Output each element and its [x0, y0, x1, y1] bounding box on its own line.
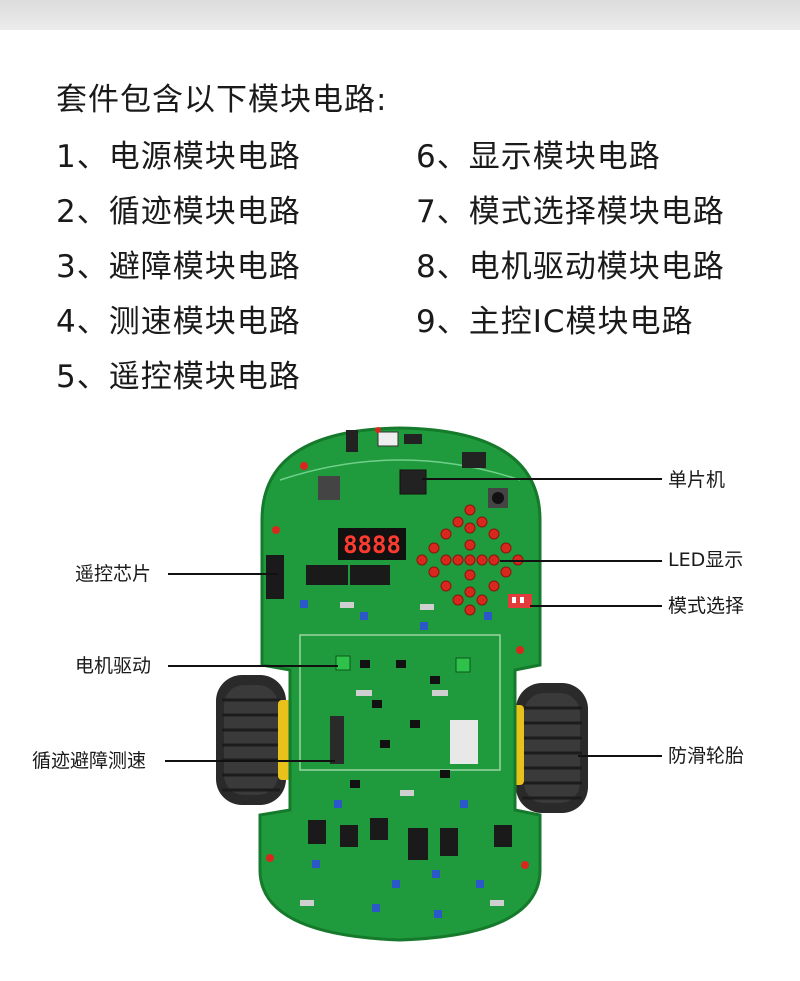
top-gradient-band — [0, 0, 800, 30]
right-wheel — [502, 683, 588, 813]
mcu-chip — [399, 469, 427, 495]
left-wheel — [216, 675, 300, 805]
module-item: 4、测速模块电路 — [56, 304, 301, 340]
callout-line-remote-chip — [168, 573, 278, 575]
callout-motor-drive: 电机驱动 — [75, 655, 152, 677]
seven-segment-digits: 8888 — [343, 531, 401, 559]
module-item: 7、模式选择模块电路 — [416, 194, 725, 230]
callout-line-mcu — [422, 478, 662, 480]
modules-heading: 套件包含以下模块电路: — [56, 82, 388, 118]
module-item: 9、主控IC模块电路 — [416, 304, 694, 340]
module-item: 1、电源模块电路 — [56, 139, 301, 175]
led-cluster — [416, 504, 524, 616]
callout-mode: 模式选择 — [668, 595, 745, 617]
seven-segment-display — [338, 528, 406, 560]
callout-mcu: 单片机 — [668, 469, 726, 491]
module-item: 3、避障模块电路 — [56, 249, 301, 285]
callout-tires: 防滑轮胎 — [668, 745, 745, 767]
callout-remote-chip: 遥控芯片 — [75, 563, 152, 585]
module-item: 2、循迹模块电路 — [56, 194, 301, 230]
module-item: 8、电机驱动模块电路 — [416, 249, 725, 285]
callout-line-mode — [530, 605, 662, 607]
callout-line-tires — [578, 755, 662, 757]
callout-line-sensors — [165, 760, 335, 762]
callout-led: LED显示 — [668, 549, 744, 571]
callout-sensors: 循迹避障测速 — [32, 750, 147, 772]
callout-line-motor-drive — [168, 665, 338, 667]
callout-line-led — [500, 560, 662, 562]
module-item: 6、显示模块电路 — [416, 139, 661, 175]
module-item: 5、遥控模块电路 — [56, 359, 301, 395]
